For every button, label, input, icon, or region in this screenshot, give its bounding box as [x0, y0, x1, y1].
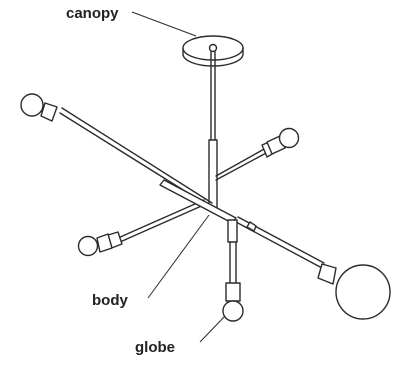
stem — [208, 51, 218, 209]
upper-right-arm — [215, 127, 300, 181]
canopy-shape — [182, 35, 244, 67]
canopy-leader — [131, 11, 197, 37]
leader-lines — [131, 11, 226, 343]
body-bar — [159, 179, 337, 285]
lower-drop-arm — [222, 219, 244, 322]
globe-leader — [199, 315, 226, 343]
canopy-label: canopy — [66, 5, 119, 22]
upper-left-arm — [20, 93, 213, 209]
body-label: body — [92, 292, 128, 309]
body-leader — [147, 214, 210, 299]
globe-label: globe — [135, 339, 175, 356]
large-globe — [335, 264, 391, 320]
lower-left-arm — [77, 199, 207, 257]
